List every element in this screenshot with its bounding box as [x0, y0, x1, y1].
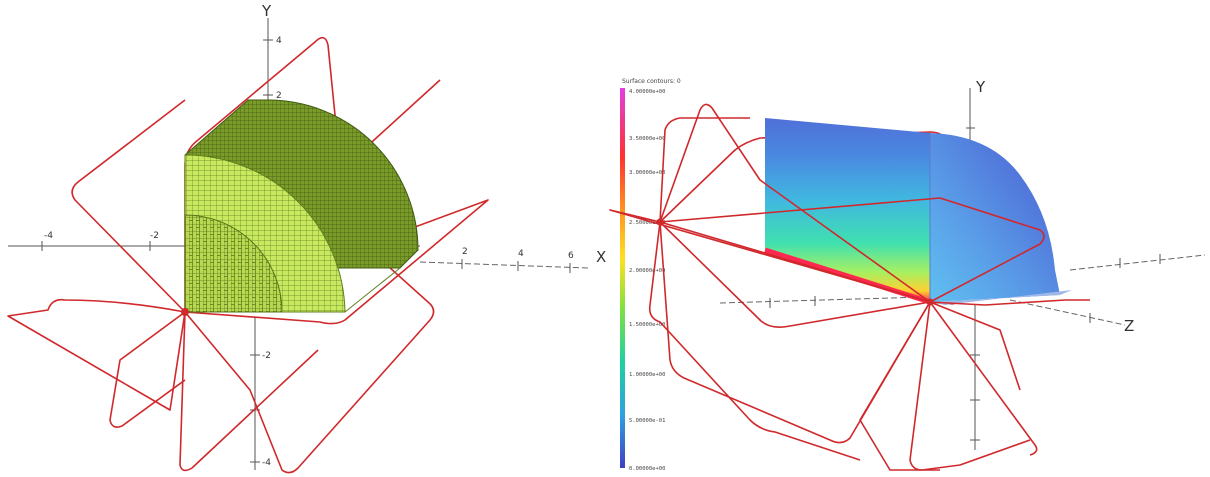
right-solid-body	[764, 118, 1072, 305]
right-frame-bottom-right	[909, 301, 1031, 471]
colorbar-label-4: 2.50000e+00	[629, 220, 665, 226]
right-frame-upper	[659, 103, 931, 303]
right-frame-spoke	[929, 301, 1021, 391]
right-z-axis-back	[1069, 254, 1206, 271]
left-xtick-5: 6	[568, 251, 574, 261]
right-frame-far-right	[929, 301, 1038, 456]
right-frame-left-spike	[609, 209, 931, 303]
left-xtick-3: 2	[462, 247, 468, 257]
colorbar-label-1: 4.00000e+00	[629, 89, 665, 95]
left-x-axis-label: X	[596, 248, 606, 266]
right-frame-mid-right	[659, 197, 1045, 303]
mesh-core-face	[184, 214, 283, 313]
left-frame-lower-loop	[109, 311, 186, 428]
left-y-axis-label: Y	[261, 2, 272, 20]
left-frame-bottom-left	[7, 298, 186, 411]
colorbar-label-5: 2.00000e+00	[629, 268, 665, 274]
right-x-axis	[719, 296, 926, 304]
left-mesh-body	[181, 99, 419, 316]
left-frame-left-wing	[71, 99, 186, 313]
right-ticks	[769, 127, 1161, 441]
right-z-axis-label: Z	[1124, 317, 1134, 335]
colorbar-label-8: 5.00000e-01	[629, 418, 665, 424]
right-axes: Y Z	[719, 78, 1206, 450]
colorbar: Surface contours: 0 4.00000e+00 3.50000e…	[620, 78, 681, 472]
colorbar-label-2: 3.50000e+00	[629, 136, 665, 142]
left-xtick-1: -4	[44, 231, 53, 241]
left-origin-marker	[181, 308, 189, 316]
right-frame-spoke-z	[929, 299, 1090, 306]
colorbar-title: Surface contours: 0	[622, 78, 681, 85]
right-outline-frames-front	[609, 103, 1090, 471]
left-ytick-1: 4	[276, 36, 282, 46]
left-xtick-4: 4	[518, 249, 524, 259]
right-frame-lower-inner	[659, 221, 931, 328]
colorbar-gradient	[620, 88, 625, 468]
colorbar-label-3: 3.00000e+00	[629, 170, 665, 176]
left-ytick-2: 2	[276, 91, 282, 101]
left-frame-right-wing	[184, 199, 489, 325]
left-frame-bottom	[179, 311, 319, 472]
right-view: Surface contours: 0 4.00000e+00 3.50000e…	[609, 78, 1206, 472]
right-frame-spoke-down	[859, 301, 940, 471]
left-frame-bottom-right	[184, 249, 435, 474]
left-x-axis-front	[419, 261, 589, 269]
right-z-axis-front	[1009, 299, 1126, 326]
left-ytick-4: -4	[262, 458, 271, 468]
right-focal-marker	[926, 298, 934, 306]
colorbar-label-9: 0.00000e+00	[629, 466, 665, 472]
right-frame-lower-outer	[659, 221, 931, 444]
left-x-ticks	[41, 241, 571, 273]
body-bottom-edge	[930, 290, 1072, 305]
left-outline-frames	[7, 36, 489, 474]
left-xtick-2: -2	[150, 231, 159, 241]
left-tick-labels: -4 -2 2 4 6 4 2 -2 -4 X Y	[44, 2, 606, 468]
left-ytick-3: -2	[262, 351, 271, 361]
colorbar-label-7: 1.00000e+00	[629, 372, 665, 378]
body-curved-cap	[930, 133, 1060, 302]
right-frame-back-bottom	[648, 221, 861, 461]
colorbar-labels: 4.00000e+00 3.50000e+00 3.00000e+00 2.50…	[629, 89, 665, 472]
colorbar-label-6: 1.50000e+00	[629, 322, 665, 328]
right-origin-marker	[656, 218, 664, 226]
right-frame-back-top	[659, 117, 750, 223]
right-y-axis-label: Y	[975, 78, 986, 96]
left-view: -4 -2 2 4 6 4 2 -2 -4 X Y	[7, 2, 606, 474]
body-flat-face	[765, 118, 930, 302]
